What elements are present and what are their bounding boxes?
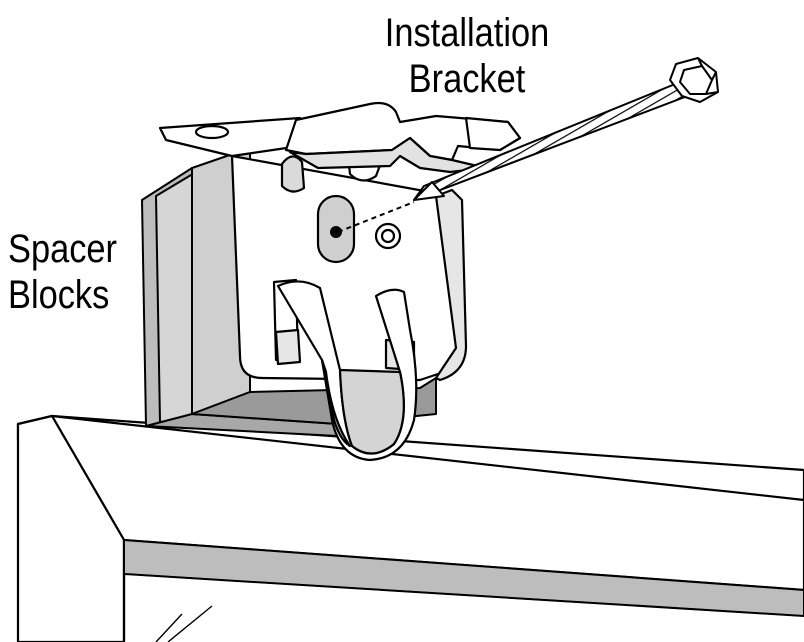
bracket-left-tab	[274, 328, 302, 366]
hex-head-screw-icon	[413, 57, 719, 201]
spacer-blocks-label-line-2: Blocks	[8, 273, 110, 317]
screw-tip	[413, 181, 445, 201]
glass-reflection	[155, 605, 213, 642]
bracket-round-hole-inner	[380, 228, 396, 244]
valance-clip-shade	[320, 358, 352, 448]
flange-hole	[194, 124, 230, 140]
valance-clip-inner	[338, 368, 405, 455]
screw-guide-dashed	[337, 201, 415, 233]
installation-bracket-label-line-2: Bracket	[408, 57, 526, 101]
bracket-top-flange	[158, 101, 522, 174]
window-frame	[16, 414, 804, 642]
valance-clip	[276, 280, 418, 462]
bracket-top-keyhole	[280, 155, 306, 193]
installation-bracket-label: Installation Bracket	[368, 10, 566, 102]
bracket-side-flange	[434, 188, 468, 382]
spacer-blocks-label: Spacer Blocks	[8, 226, 128, 318]
spacer-blocks-label-line-1: Spacer	[8, 227, 118, 271]
installation-bracket-label-line-1: Installation	[384, 11, 550, 55]
glass-edge	[123, 573, 804, 617]
pilot-hole-icon	[330, 226, 342, 238]
inner-head-strip	[123, 538, 804, 618]
